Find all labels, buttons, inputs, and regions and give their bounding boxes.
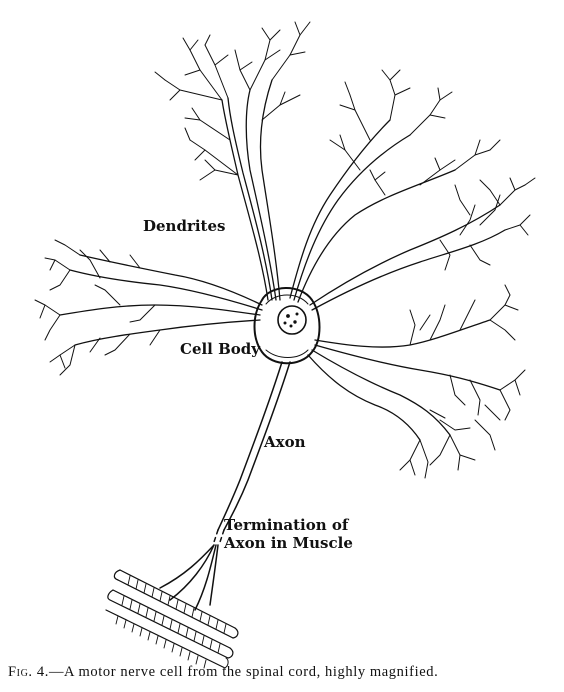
label-termination-line2: Axon in Muscle [224,534,353,552]
label-cell-body: Cell Body [180,340,260,358]
label-termination: Termination of Axon in Muscle [224,516,353,552]
figure-caption: Fig. 4.—A motor nerve cell from the spin… [8,664,556,681]
cell-body-shape [253,287,321,365]
label-termination-line1: Termination of [224,516,349,534]
figure-number: Fig. 4. [8,664,49,680]
label-axon: Axon [264,433,306,451]
caption-text: —A motor nerve cell from the spinal cord… [48,664,439,680]
nucleus [277,305,307,335]
axon-fiber [159,361,291,611]
label-dendrites: Dendrites [143,217,226,235]
dendrite-trunks [59,79,506,441]
dendrite-branches [34,21,536,479]
muscle-fibers [105,569,239,669]
